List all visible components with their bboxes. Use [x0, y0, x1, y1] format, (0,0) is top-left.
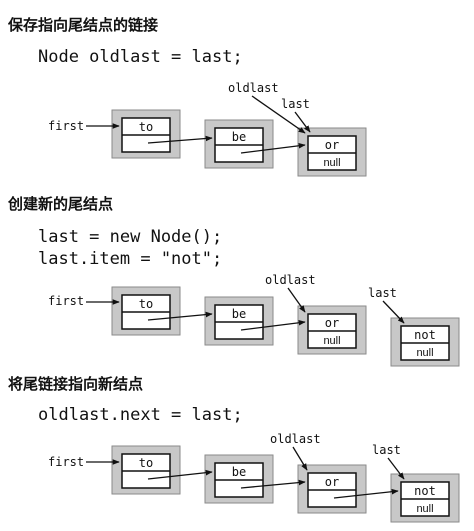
section-1-node-or: or null [297, 127, 367, 177]
section-2-first-label: first [48, 294, 84, 308]
section-3-link-or-not [333, 488, 399, 499]
section-1-link-be-or [240, 143, 306, 154]
section-3-node-be: be [204, 454, 274, 504]
section-1-node-be-item: be [232, 130, 246, 144]
section-1-node-to: to [111, 109, 181, 159]
section-2-node-or: or null [297, 305, 367, 355]
section-1-node-to-item: to [139, 120, 153, 134]
section-2-link-to-be [147, 311, 213, 321]
section-1-node-or-null: null [323, 157, 340, 169]
section-2-node-be: be [204, 296, 274, 346]
section-3-node-not-null: null [416, 503, 433, 515]
section-2-oldlast-arrow [287, 287, 306, 313]
section-1-last-arrow [294, 111, 311, 133]
section-3-node-or: or [297, 464, 367, 514]
section-1-link-to-be [147, 135, 213, 144]
section-2-node-be-item: be [232, 307, 246, 321]
section-2-node-or-item: or [325, 316, 339, 330]
section-3-node-to-item: to [139, 456, 153, 470]
section-2-node-not: not null [390, 317, 460, 367]
section-3-node-not-item: not [414, 484, 436, 498]
section-1-code-line-1: Node oldlast = last; [38, 47, 243, 67]
section-2-node-or-null: null [323, 335, 340, 347]
section-2-oldlast-label: oldlast [265, 273, 316, 287]
section-2-node-not-null: null [416, 347, 433, 359]
section-3-last-label: last [372, 443, 401, 457]
section-1: 保存指向尾结点的链接 Node oldlast = last; to be or… [7, 16, 367, 177]
section-3-node-not: not null [390, 473, 460, 523]
section-3-link-be-or [240, 479, 306, 489]
section-3-node-or-item: or [325, 475, 339, 489]
section-1-node-be: be [204, 119, 274, 169]
section-1-heading: 保存指向尾结点的链接 [7, 16, 158, 34]
section-3-heading: 将尾链接指向新结点 [8, 375, 143, 393]
section-3-oldlast-label: oldlast [270, 432, 321, 446]
section-2-link-be-or [240, 320, 306, 331]
section-1-last-label: last [281, 97, 310, 111]
section-2-code-line-1: last = new Node(); [38, 227, 222, 247]
section-2-node-to: to [111, 286, 181, 336]
section-2-code-line-2: last.item = "not"; [38, 249, 222, 269]
section-3: 将尾链接指向新结点 oldlast.next = last; to be or … [8, 375, 460, 523]
section-2-heading: 创建新的尾结点 [7, 195, 113, 213]
section-2-last-arrow [382, 300, 405, 324]
section-3-link-to-be [147, 469, 213, 480]
section-3-first-label: first [48, 455, 84, 469]
section-1-oldlast-label: oldlast [228, 81, 279, 95]
section-3-oldlast-arrow [292, 446, 308, 471]
section-3-node-be-item: be [232, 465, 246, 479]
section-2-node-to-item: to [139, 297, 153, 311]
section-2-last-label: last [368, 286, 397, 300]
section-3-last-arrow [387, 457, 405, 480]
section-2-node-not-item: not [414, 328, 436, 342]
section-1-oldlast-arrow [251, 95, 306, 134]
section-3-code-line-1: oldlast.next = last; [38, 405, 243, 425]
section-2: 创建新的尾结点 last = new Node(); last.item = "… [7, 195, 460, 367]
section-1-first-label: first [48, 119, 84, 133]
section-3-node-to: to [111, 445, 181, 495]
section-1-node-or-item: or [325, 138, 339, 152]
